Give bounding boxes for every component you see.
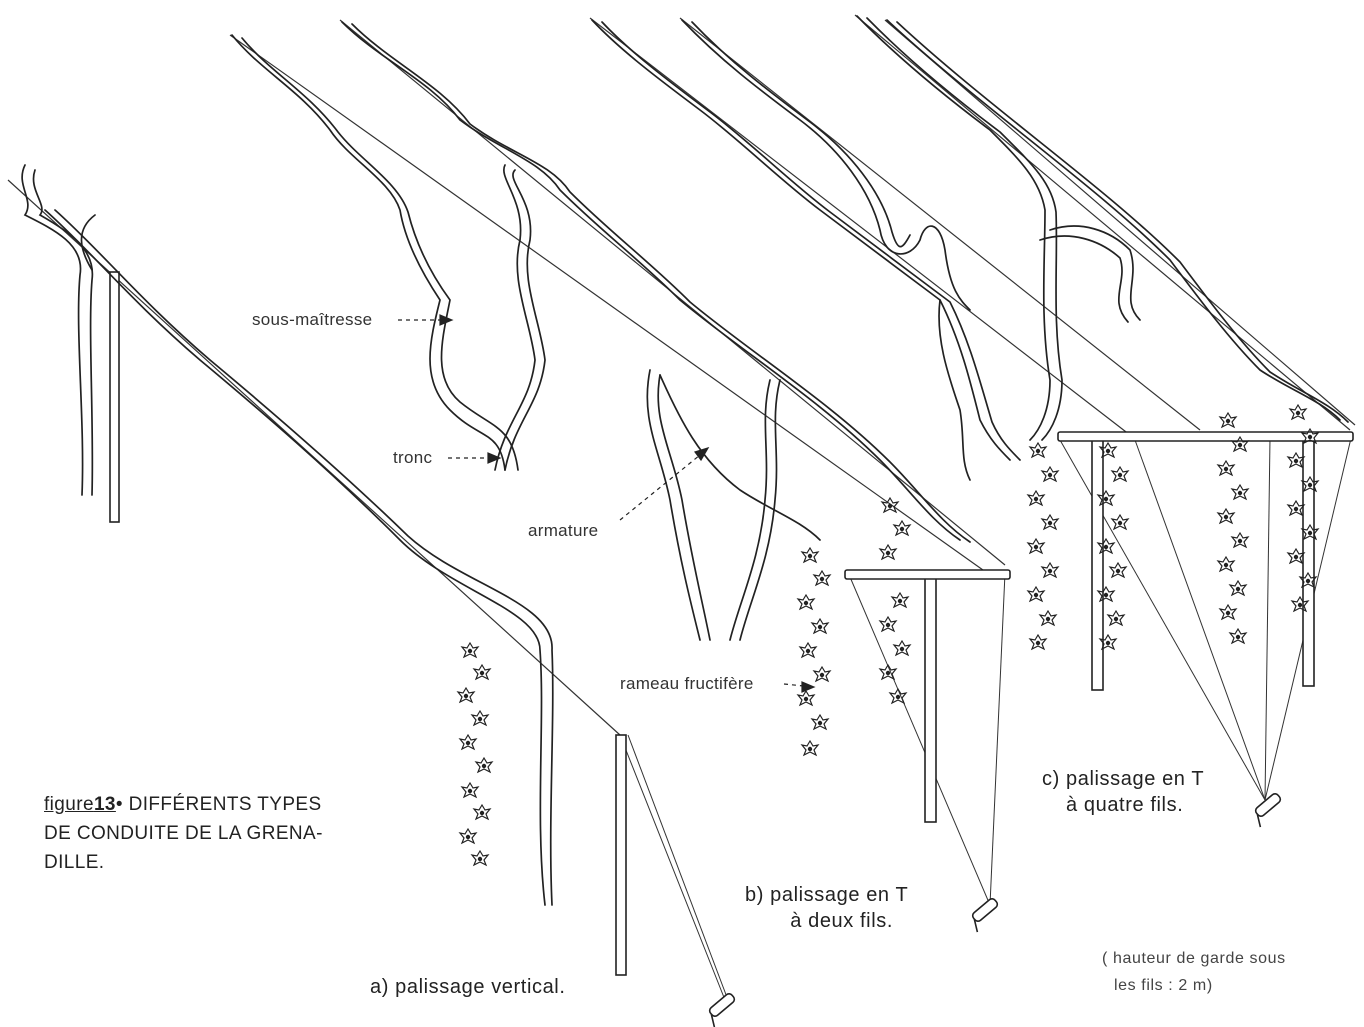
figure-number: 13 bbox=[94, 794, 116, 815]
figure-label: figure bbox=[44, 794, 94, 815]
fruiting-branch-b1 bbox=[798, 548, 830, 755]
fruiting-branch-c3 bbox=[1218, 413, 1248, 643]
fruiting-branch-a bbox=[458, 643, 492, 865]
fruiting-branch-b2 bbox=[880, 498, 910, 703]
label-armature: armature bbox=[528, 521, 598, 541]
system-c-line-2: à quatre fils. bbox=[1042, 792, 1204, 818]
clearance-note-line-2: les fils : 2 m) bbox=[1102, 972, 1286, 999]
system-c-line-1: c) palissage en T bbox=[1042, 766, 1204, 792]
system-b-label: b) palissage en T à deux fils. bbox=[745, 882, 908, 934]
label-tronc: tronc bbox=[393, 448, 432, 468]
fruiting-branch-c1 bbox=[1028, 443, 1058, 649]
caption-line-1: figure13• DIFFÉRENTS TYPES bbox=[44, 790, 323, 819]
caption-title-line-2: DE CONDUITE DE LA GRENA- bbox=[44, 819, 323, 848]
clearance-note-line-1: ( hauteur de garde sous bbox=[1102, 945, 1286, 972]
system-b-line-1: b) palissage en T bbox=[745, 882, 908, 908]
support-wires bbox=[8, 15, 1355, 735]
system-b-line-2: à deux fils. bbox=[745, 908, 908, 934]
caption-title-line-3: DILLE. bbox=[44, 848, 323, 877]
caption-title-line-1: DIFFÉRENTS TYPES bbox=[129, 794, 322, 815]
leader-arrows bbox=[398, 315, 814, 692]
system-a-label: a) palissage vertical. bbox=[370, 974, 566, 1000]
label-rameau-fructifere: rameau fructifère bbox=[620, 674, 754, 694]
label-sous-maitresse: sous-maîtresse bbox=[252, 310, 372, 330]
clearance-note: ( hauteur de garde sous les fils : 2 m) bbox=[1102, 945, 1286, 999]
system-c-label: c) palissage en T à quatre fils. bbox=[1042, 766, 1204, 818]
figure-bullet: • bbox=[116, 794, 123, 815]
figure-caption: figure13• DIFFÉRENTS TYPES DE CONDUITE D… bbox=[44, 790, 323, 877]
